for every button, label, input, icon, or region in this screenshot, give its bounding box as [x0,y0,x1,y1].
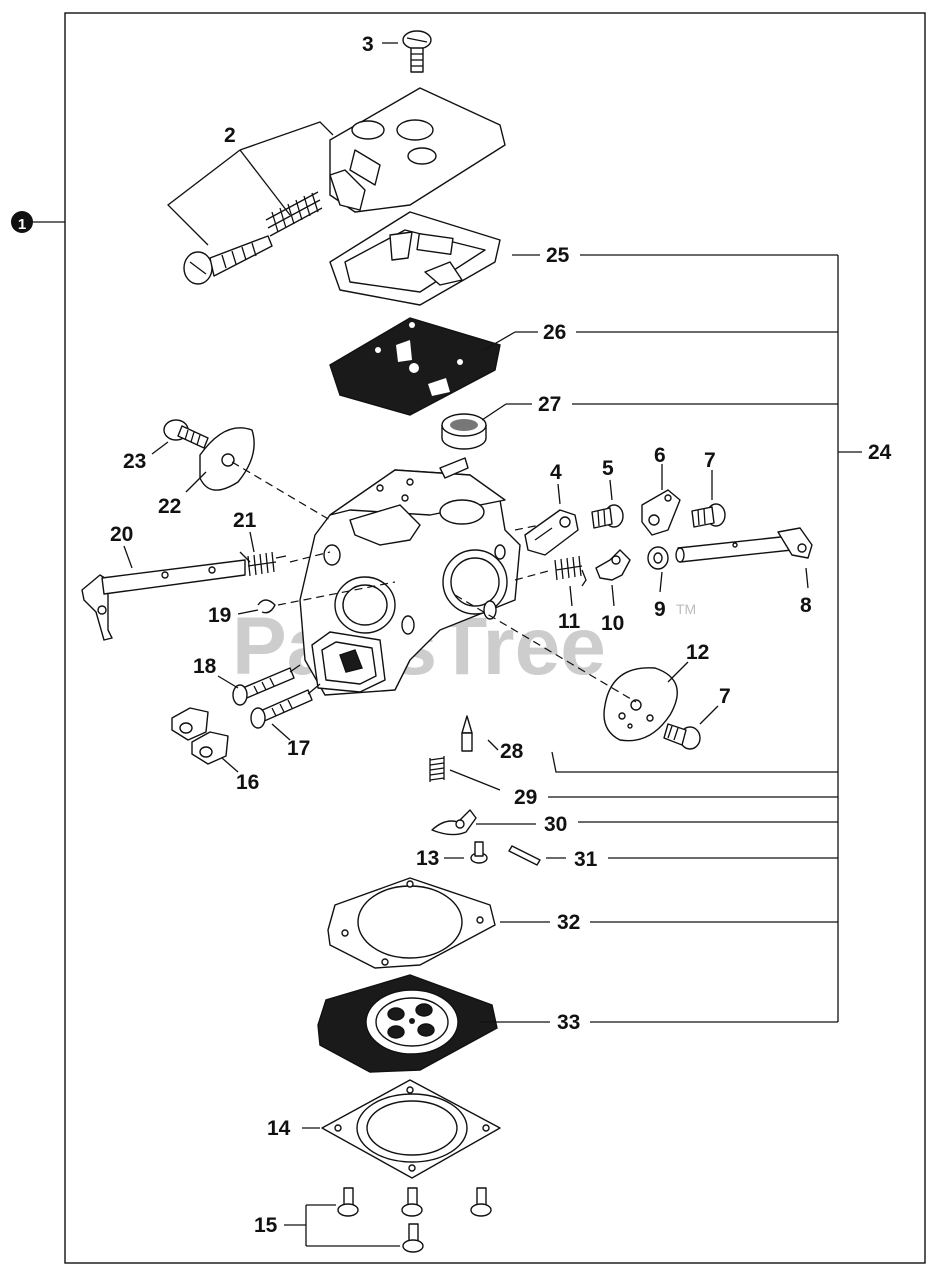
callout-17[interactable]: 17 [287,737,310,760]
callout-7-lower[interactable]: 7 [719,685,731,708]
part-28-needle-valve [461,715,473,752]
part-29-spring [429,756,445,782]
part-2-spring [265,191,323,237]
callout-25[interactable]: 25 [546,244,570,267]
callout-15[interactable]: 15 [254,1214,278,1237]
part-31-pin [508,845,541,866]
callout-2[interactable]: 2 [224,124,236,147]
part-30-lever [431,809,477,836]
part-16-caps [171,707,229,765]
part-12-diaphragm [603,667,678,742]
callout-9[interactable]: 9 [654,598,666,621]
part-7-screw-upper [691,503,726,528]
part-26-diaphragm [329,317,501,416]
callout-32[interactable]: 32 [557,911,580,934]
part-19-clip [257,599,276,614]
part-23-screw [163,419,209,449]
callout-20[interactable]: 20 [110,523,133,546]
part-2-screw [183,235,273,285]
watermark-trademark: TM [676,601,696,617]
part-2-cover [329,87,506,213]
part-11-spring [554,555,587,587]
part-27-screen [441,413,487,450]
part-9-washer [647,546,669,570]
assembly-marker[interactable]: 1 [11,211,65,233]
part-4-lever [524,509,579,556]
callout-21[interactable]: 21 [233,509,257,532]
part-10-cam [595,549,631,581]
callout-30[interactable]: 30 [544,813,567,836]
callout-33[interactable]: 33 [557,1011,580,1034]
part-21-spring [239,551,287,577]
callout-12[interactable]: 12 [686,641,709,664]
callout-11[interactable]: 11 [558,610,581,633]
callout-22[interactable]: 22 [158,495,181,518]
part-20-shaft [81,559,246,641]
callout-24[interactable]: 24 [868,441,892,464]
callout-6[interactable]: 6 [654,444,666,467]
part-8-shaft [675,527,813,563]
part-22-plate [199,427,255,491]
callout-29[interactable]: 29 [514,786,537,809]
part-15-screws [337,1187,492,1253]
callout-23[interactable]: 23 [123,450,146,473]
part-carburetor-body [299,457,521,696]
callout-4[interactable]: 4 [550,461,562,484]
callout-7-upper[interactable]: 7 [704,449,716,472]
part-32-gasket [327,877,496,969]
leader-lines [123,42,862,1247]
callout-5[interactable]: 5 [602,457,614,480]
alignment-lines [231,461,637,703]
part-6-arm [641,489,681,536]
callout-14[interactable]: 14 [267,1117,291,1140]
part-33-diaphragm [317,974,498,1073]
callout-13[interactable]: 13 [416,847,439,870]
callout-8[interactable]: 8 [800,594,812,617]
part-3-screw [402,30,432,73]
callout-10[interactable]: 10 [601,612,624,635]
callout-3[interactable]: 3 [362,33,374,56]
callout-31[interactable]: 31 [574,848,598,871]
callout-28[interactable]: 28 [500,740,524,763]
part-14-cover [321,1079,501,1179]
callout-18[interactable]: 18 [193,655,217,678]
callout-labels: 3 2 25 26 27 24 23 22 21 20 19 18 17 16 … [110,33,892,1237]
callout-19[interactable]: 19 [208,604,231,627]
part-13-screw [470,841,488,864]
callout-26[interactable]: 26 [543,321,566,344]
callout-16[interactable]: 16 [236,771,259,794]
part-5-screw [591,504,624,529]
diagram-frame [64,12,926,1264]
part-17-needle [250,683,321,729]
svg-text:1: 1 [18,216,26,233]
part-7-screw-lower [663,723,701,750]
callout-27[interactable]: 27 [538,393,561,416]
part-25-gasket [329,211,501,306]
part-18-needle [232,664,301,706]
